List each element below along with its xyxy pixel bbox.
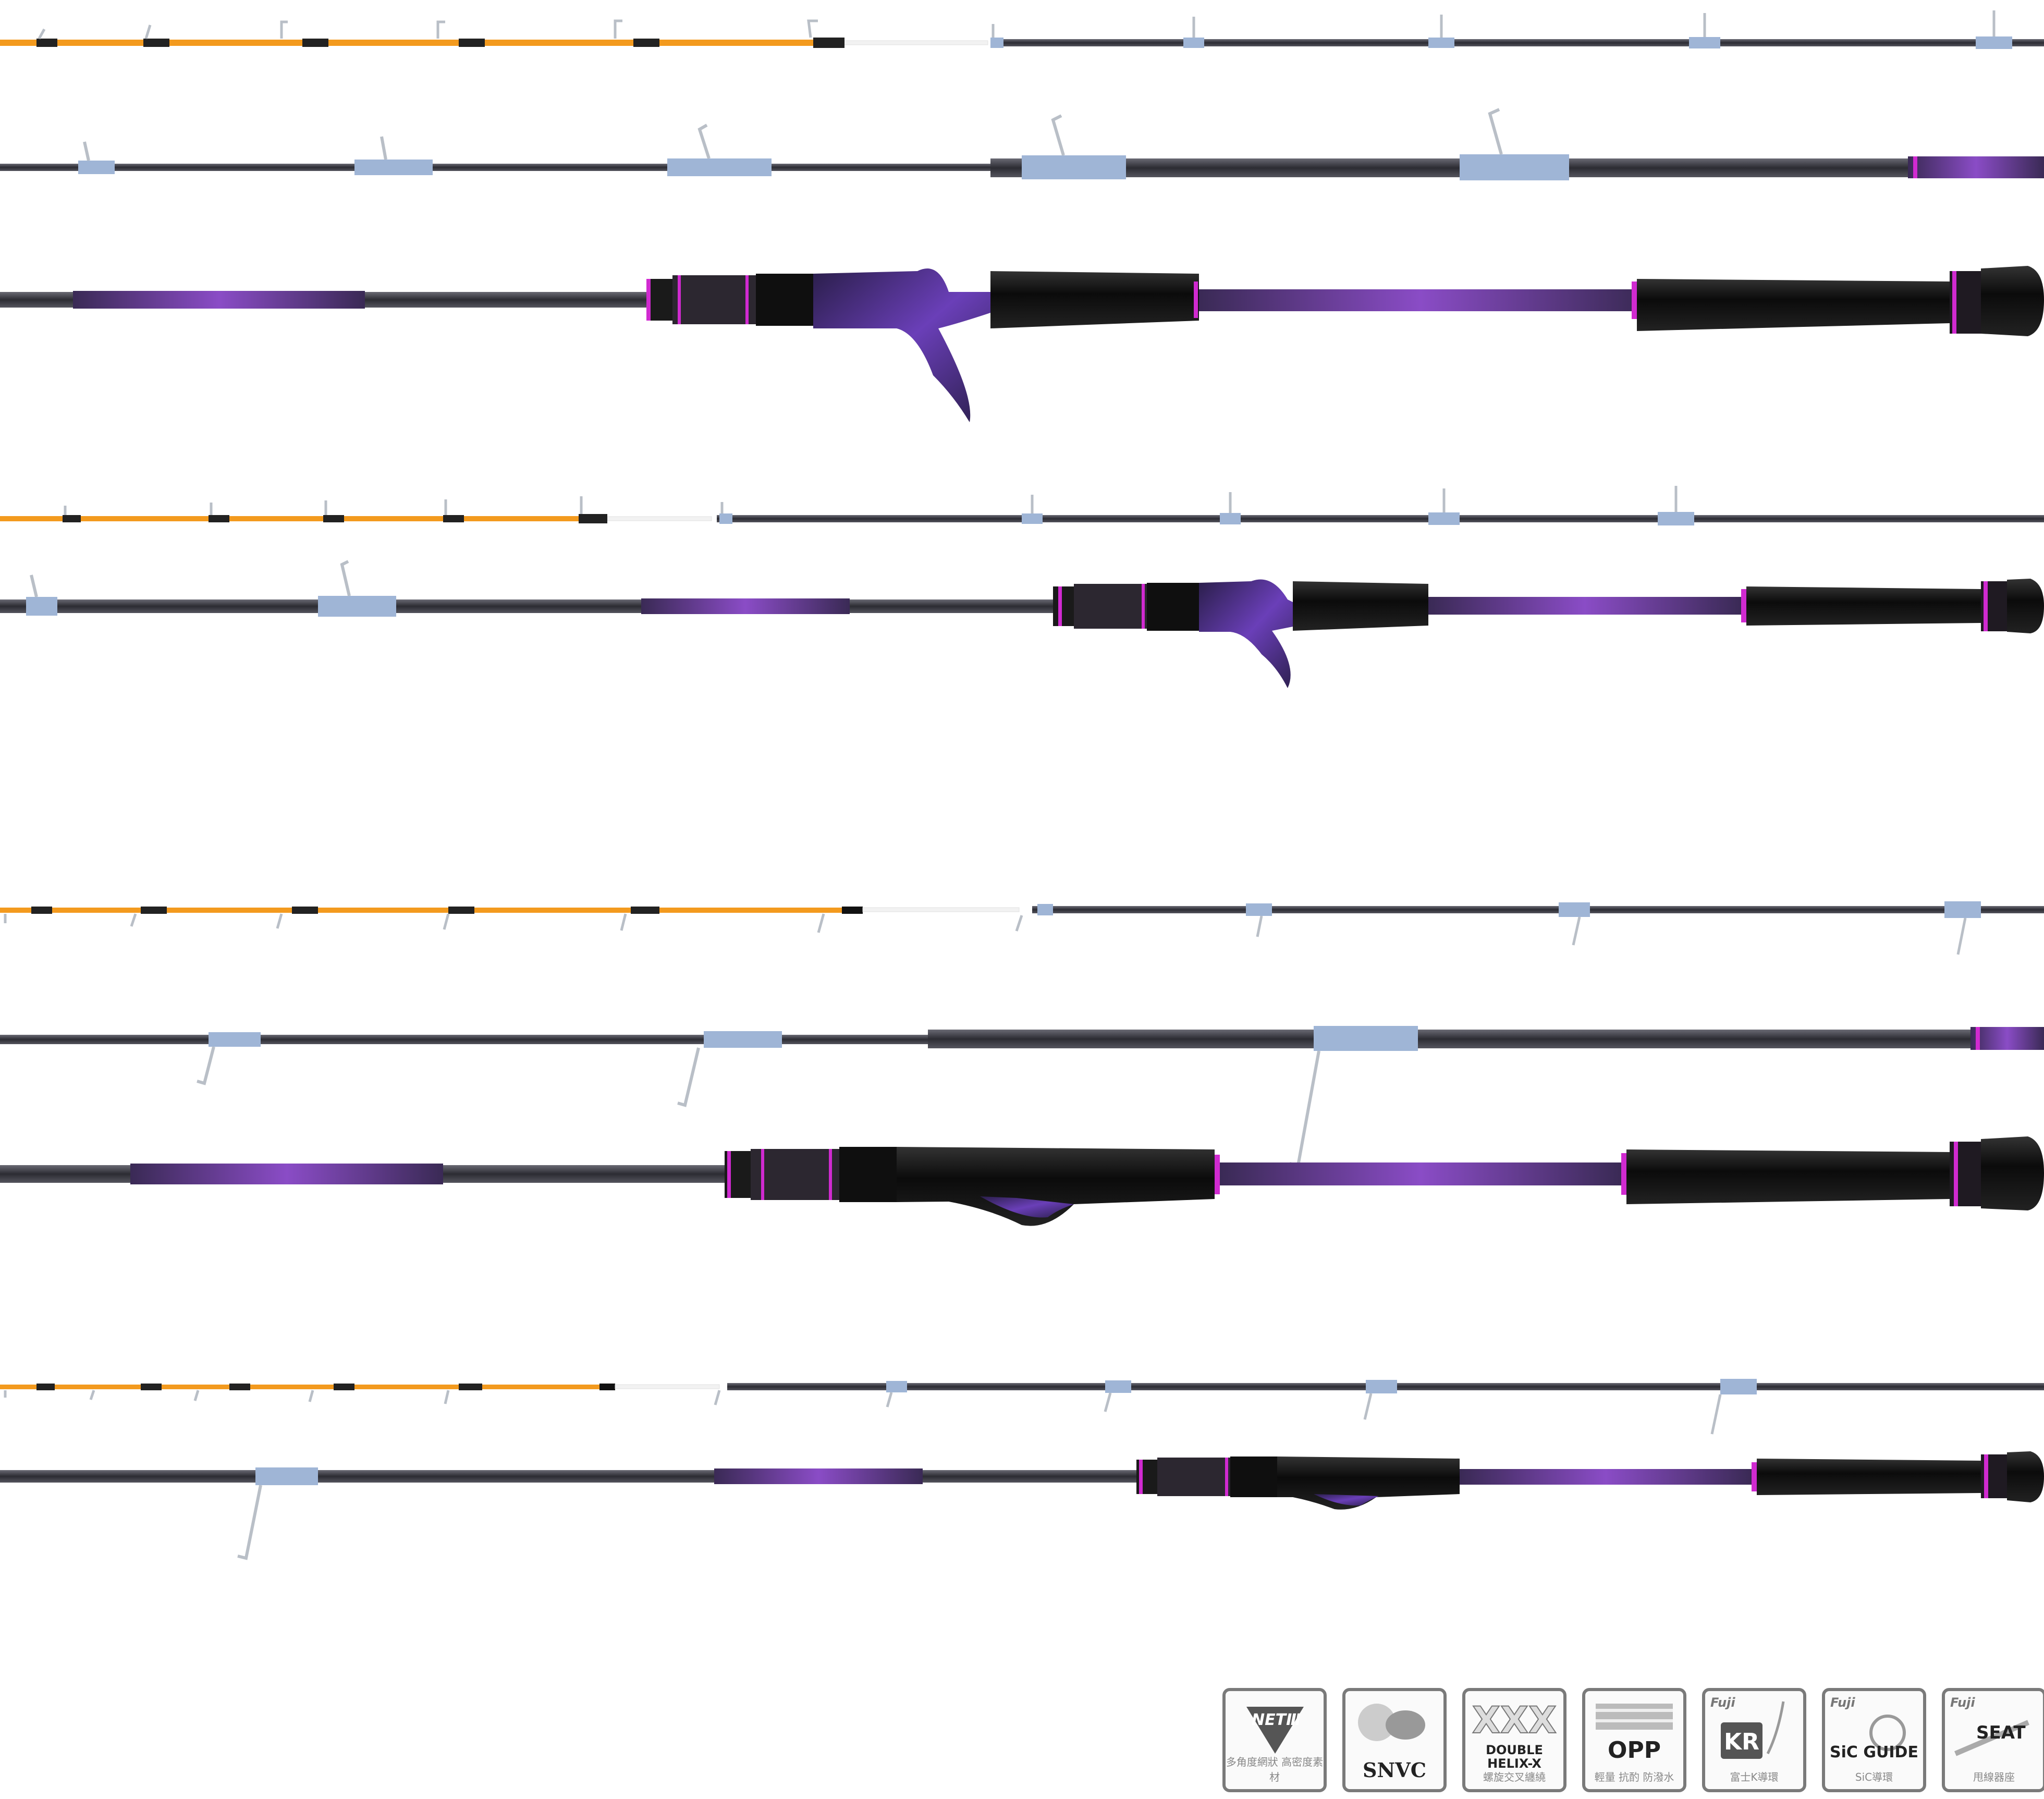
badge-label: NETⅢ [1252, 1711, 1301, 1729]
mid-section [0, 1026, 2044, 1168]
tip-section [0, 1379, 2044, 1435]
snvc-logo-icon [1358, 1704, 1425, 1741]
spinning-rod-2 [0, 1379, 2044, 1560]
xxx-logo-icon: XXX [1472, 1698, 1557, 1742]
badge-brand: Fuji [1710, 1695, 1735, 1710]
butt-section [0, 1136, 2044, 1226]
butt-section [0, 266, 2044, 422]
badge-brand: Fuji [1830, 1695, 1855, 1710]
badge-fuji-kr: Fuji KR 富士K導環 [1702, 1688, 1806, 1792]
svg-text:XXX: XXX [1472, 1699, 1557, 1742]
badge-label: SNVC [1363, 1758, 1426, 1782]
badge-subtitle: SiC導環 [1855, 1771, 1893, 1783]
badge-label: OPP [1608, 1737, 1661, 1764]
badge-label: DOUBLE HELIX-X [1486, 1743, 1543, 1771]
feature-badge-row: NETⅢ 多角度網狀 高密度素材 SNVC XXX DOUBLE HELIX-X… [1222, 1688, 2044, 1792]
reel-seat-logo-icon [1954, 1720, 2029, 1756]
spinning-rod-1 [0, 901, 2044, 1226]
badge-fuji-seat: Fuji SEAT 甩線器座 [1942, 1688, 2044, 1792]
badge-subtitle: 富士K導環 [1730, 1771, 1779, 1783]
badge-subtitle: 螺旋交叉纏繞 [1483, 1771, 1546, 1783]
badge-fuji-sic: Fuji SiC GUIDE SiC導環 [1822, 1688, 1926, 1792]
kr-guide-logo-icon: KR [1721, 1701, 1785, 1759]
badge-snvc: SNVC [1342, 1688, 1447, 1792]
tip-section [0, 486, 2044, 525]
badge-label: SEAT [1976, 1722, 2026, 1743]
tip-section [0, 901, 2044, 955]
opp-logo-icon [1596, 1704, 1673, 1730]
badge-label: SiC GUIDE [1830, 1743, 1918, 1761]
mid-section [0, 108, 2044, 180]
badge-subtitle: 多角度網狀 高密度素材 [1226, 1756, 1324, 1783]
badge-subtitle: 輕量 抗酌 防潑水 [1594, 1771, 1674, 1783]
tip-section [0, 10, 2044, 49]
badge-nano: NETⅢ 多角度網狀 高密度素材 [1222, 1688, 1327, 1792]
sic-guide-logo-icon [1869, 1715, 1906, 1751]
badge-subtitle: 甩線器座 [1973, 1771, 2015, 1783]
badge-opp: OPP 輕量 抗酌 防潑水 [1582, 1688, 1686, 1792]
casting-rod-2 [0, 486, 2044, 688]
badge-brand: Fuji [1950, 1695, 1975, 1710]
net-logo-icon: NETⅢ [1246, 1707, 1304, 1754]
butt-section [0, 1451, 2044, 1560]
badge-double-helix: XXX DOUBLE HELIX-X 螺旋交叉纏繞 [1462, 1688, 1566, 1792]
butt-section [0, 560, 2044, 688]
casting-rod-1 [0, 10, 2044, 422]
badge-label: KR [1724, 1729, 1759, 1755]
